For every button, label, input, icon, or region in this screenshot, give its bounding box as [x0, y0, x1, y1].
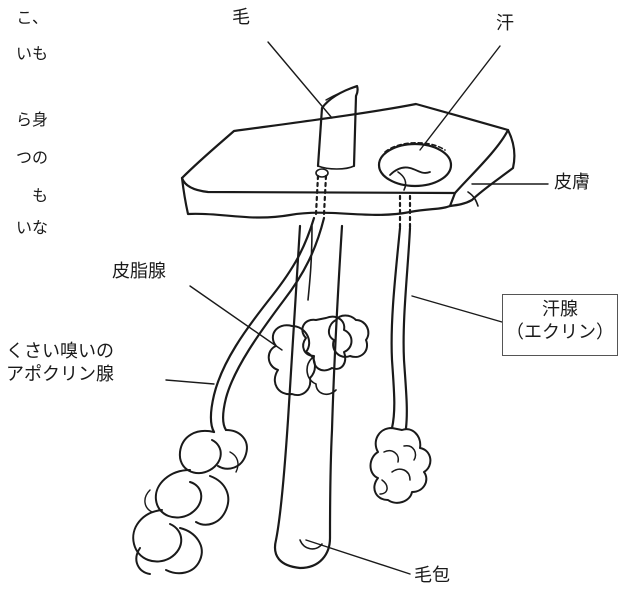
- label-skin: 皮膚: [554, 172, 590, 193]
- apocrine-gland: [132, 429, 248, 575]
- label-sweat: 汗: [496, 13, 514, 34]
- side-text-line-2: いも: [15, 44, 48, 63]
- sweat-pore: [377, 142, 453, 188]
- leader-line-sweat: [419, 45, 501, 151]
- side-text-line-3: ら身: [15, 110, 48, 129]
- leader-line-follicle: [305, 539, 411, 575]
- leader-line-eccrine: [411, 295, 503, 323]
- hair-shaft: [316, 84, 359, 168]
- label-hair: 毛: [232, 7, 250, 28]
- leader-line-hair: [267, 41, 333, 119]
- side-text-line-5: も: [31, 186, 48, 205]
- side-text-line-4: つの: [15, 148, 48, 167]
- label-eccrine-line2: （エクリン）: [506, 322, 614, 344]
- eccrine-gland: [369, 427, 432, 504]
- side-text-line-1: こ、: [16, 8, 48, 27]
- skin-front-face: [180, 176, 457, 219]
- label-apocrine: くさい嗅いの アポクリン腺: [6, 340, 114, 387]
- label-eccrine-line1: 汗腺: [542, 299, 578, 320]
- sebaceous-gland: [267, 314, 370, 396]
- eccrine-duct: [390, 226, 402, 430]
- label-apocrine-line2: アポクリン腺: [6, 364, 114, 386]
- label-eccrine-box: 汗腺 （エクリン）: [502, 294, 618, 356]
- leader-line-sebaceous: [189, 285, 283, 351]
- label-sebaceous-gland: 皮脂腺: [112, 261, 166, 282]
- leader-line-apocrine: [165, 379, 215, 385]
- skin-top-surface: [180, 102, 510, 195]
- side-text-line-6: いな: [15, 218, 48, 237]
- hair-follicle: [273, 224, 344, 570]
- skin-side-face: [448, 128, 516, 208]
- label-follicle: 毛包: [414, 565, 450, 586]
- label-apocrine-line1: くさい嗅いの: [6, 341, 114, 362]
